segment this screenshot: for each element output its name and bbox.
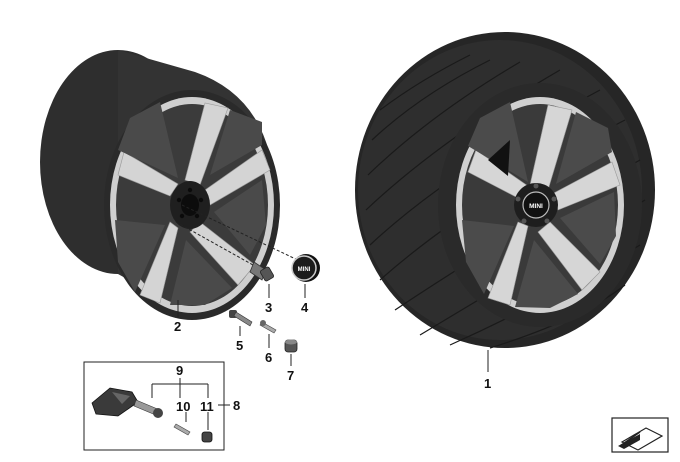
wheel-mesh	[462, 102, 616, 308]
valve-cap	[284, 339, 298, 353]
valve-core	[259, 320, 277, 334]
rim-assembly	[40, 50, 280, 320]
complete-wheel: MINI	[355, 32, 655, 349]
callout-8: 8	[233, 398, 240, 413]
tpms-bracket	[151, 378, 230, 430]
rim-mesh	[115, 102, 266, 305]
callout-3: 3	[265, 300, 272, 315]
callout-1: 1	[484, 376, 491, 391]
wheel-hub-logo: MINI	[529, 203, 543, 210]
wheel-lug-nuts	[515, 183, 557, 224]
callout-11: 11	[200, 399, 214, 414]
callout-2: 2	[174, 319, 181, 334]
rim-leader-lines	[175, 204, 303, 318]
tpms-cap	[201, 431, 213, 443]
rim-bolt-holes	[176, 187, 204, 219]
wheel-hub-cap	[522, 191, 550, 219]
tpms-valve-core	[173, 423, 191, 436]
tpms-frame	[83, 361, 225, 451]
hub-cap-logo: MINI	[298, 267, 311, 273]
hub-cap: MINI	[291, 254, 320, 282]
callout-4: 4	[301, 300, 309, 315]
valve-stem	[229, 310, 253, 327]
rim-hub-bore	[181, 194, 199, 216]
wheel-dark-accent	[488, 140, 510, 176]
wheel-spokes	[467, 104, 621, 306]
arrow-plane-icon[interactable]	[611, 417, 669, 453]
callout-7: 7	[287, 368, 294, 383]
callout-6: 6	[265, 350, 272, 365]
wheel-bolt	[249, 261, 274, 282]
callout-10: 10	[176, 399, 190, 414]
callout-5: 5	[236, 338, 243, 353]
callout-labels: 1 2 3 4 5 6 7 8 9 10 11	[174, 300, 491, 414]
callout-9: 9	[176, 363, 183, 378]
tpms-box	[83, 361, 230, 451]
rim-spokes	[117, 102, 271, 304]
tpms-sensor	[91, 387, 139, 417]
